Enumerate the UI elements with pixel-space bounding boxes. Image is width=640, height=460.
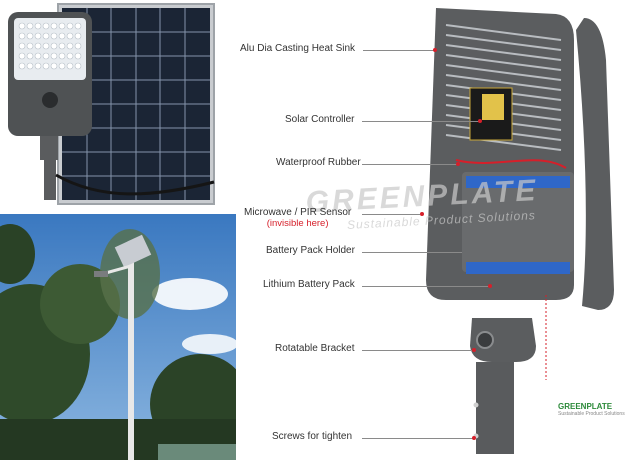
solar-lamp-illustration [8, 3, 215, 205]
pole-solar-panel [114, 234, 152, 268]
tree [40, 264, 120, 344]
cable [55, 173, 215, 196]
marker-rotatable-bracket [472, 348, 476, 352]
pole-lamp-head [94, 271, 108, 277]
lamp-bracket [40, 136, 58, 160]
logo-brand: GREENPLATE [558, 402, 613, 411]
marker-screws [472, 436, 476, 440]
callout-solar-controller: Solar Controller [285, 114, 355, 125]
leader-heat-sink [363, 50, 435, 51]
lamp-pole [128, 254, 134, 460]
cloud [152, 278, 228, 310]
wire [455, 159, 567, 169]
marker-solar-controller [478, 119, 482, 123]
tree [0, 224, 35, 284]
rotatable-bracket [470, 318, 536, 362]
installation-scene [0, 214, 236, 460]
product-photo-lamp-and-panel [0, 0, 236, 212]
logo-tagline: Sustainable Product Solutions [558, 411, 625, 417]
lamp-exploded-illustration [426, 8, 614, 454]
pole-adapter [476, 362, 514, 454]
exploded-diagram: GREENPLATE Sustainable Product Solutions… [236, 0, 640, 460]
callout-sensor: Microwave / PIR Sensor (invisible here) [244, 207, 351, 229]
leader-solar-controller [362, 121, 480, 122]
callout-lithium-battery: Lithium Battery Pack [263, 279, 355, 290]
callout-sensor-label: Microwave / PIR Sensor [244, 207, 352, 218]
leader-rotatable-bracket [362, 350, 472, 351]
bracket-pivot [476, 331, 494, 349]
controller-label [482, 94, 504, 120]
marker-sensor [420, 212, 424, 216]
callout-heat-sink: Alu Dia Casting Heat Sink [240, 43, 356, 54]
cloud [182, 334, 236, 354]
leader-sensor [362, 214, 420, 215]
battery-pack-holder [462, 172, 574, 272]
battery-band-bottom [466, 262, 570, 274]
installation-photo [0, 214, 236, 460]
leader-waterproof-rubber [362, 164, 458, 165]
marker-lithium-battery [488, 284, 492, 288]
marker-heat-sink [433, 48, 437, 52]
lamp-cover [576, 18, 614, 310]
callout-rotatable-bracket: Rotatable Bracket [275, 343, 355, 354]
leader-lithium-battery [362, 286, 490, 287]
screw [473, 402, 479, 408]
callout-screws: Screws for tighten [272, 431, 353, 442]
leader-battery-holder [362, 252, 462, 253]
callout-battery-holder: Battery Pack Holder [266, 245, 355, 256]
lamp-pole-stub [44, 160, 56, 200]
brand-logo: GREENPLATE Sustainable Product Solutions [558, 402, 625, 417]
roof [158, 444, 236, 460]
marker-waterproof-rubber [456, 162, 460, 166]
callout-sensor-note: (invisible here) [266, 218, 329, 229]
sensor-lens [42, 92, 58, 108]
battery-band-top [466, 176, 570, 188]
leader-screws [362, 438, 474, 439]
callout-waterproof-rubber: Waterproof Rubber [276, 157, 361, 168]
